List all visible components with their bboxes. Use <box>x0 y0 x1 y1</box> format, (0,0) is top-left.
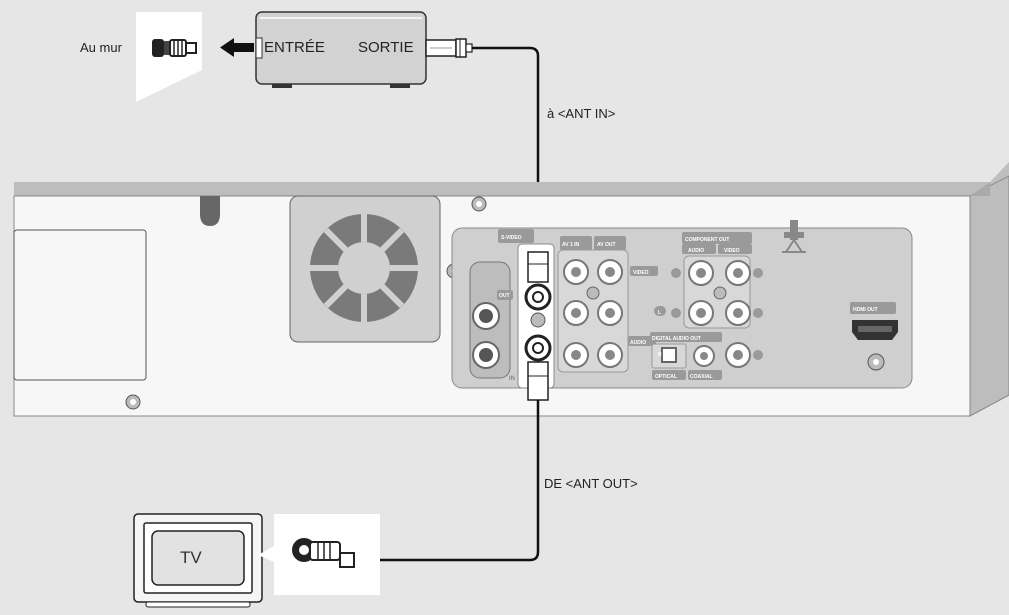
box-output-label: SORTIE <box>358 39 414 56</box>
wall-plate <box>136 12 202 102</box>
box-output-connector-icon <box>425 38 473 58</box>
tv-rf-connector-icon <box>292 538 355 568</box>
cable-from-ant-out <box>354 400 540 562</box>
coaxial-label: COAXIAL <box>690 374 713 380</box>
rear-connector-panel: S-VIDEO OUT AV 1 IN AV OUT VIDEO AUDIO L… <box>451 227 913 389</box>
in-label: IN <box>509 376 515 382</box>
ant-in-label: à <ANT IN> <box>547 106 616 121</box>
out-label: OUT <box>499 293 510 299</box>
r-label: R <box>658 352 662 358</box>
box-input-label: ENTRÉE <box>264 39 325 56</box>
l-label: L <box>658 310 661 316</box>
ant-jack-strip: IN <box>509 243 555 401</box>
component-out-label: COMPONENT OUT <box>685 237 729 243</box>
tv <box>133 513 263 608</box>
optical-label: OPTICAL <box>655 374 677 380</box>
audio-label: AUDIO <box>630 340 646 346</box>
arrow-left-icon <box>220 38 254 57</box>
wall-label: Au mur <box>80 40 122 55</box>
video-label: VIDEO <box>633 270 649 276</box>
s-video-label: S-VIDEO <box>501 235 522 241</box>
comp-audio-label: AUDIO <box>688 248 704 254</box>
wall-rf-connector-icon <box>152 39 197 57</box>
comp-video-label: VIDEO <box>724 248 740 254</box>
digital-audio-out-label: DIGITAL AUDIO OUT <box>652 336 701 342</box>
fan-icon <box>289 195 441 343</box>
ant-out-label: DE <ANT OUT> <box>544 476 638 491</box>
antenna-icon <box>782 220 806 253</box>
hdmi-out-label: HDMI OUT <box>853 307 878 313</box>
cable-to-ant-in <box>472 46 540 252</box>
av1-in-label: AV 1 IN <box>562 242 580 248</box>
tv-label: TV <box>180 548 202 567</box>
av-out-label: AV OUT <box>597 242 616 248</box>
